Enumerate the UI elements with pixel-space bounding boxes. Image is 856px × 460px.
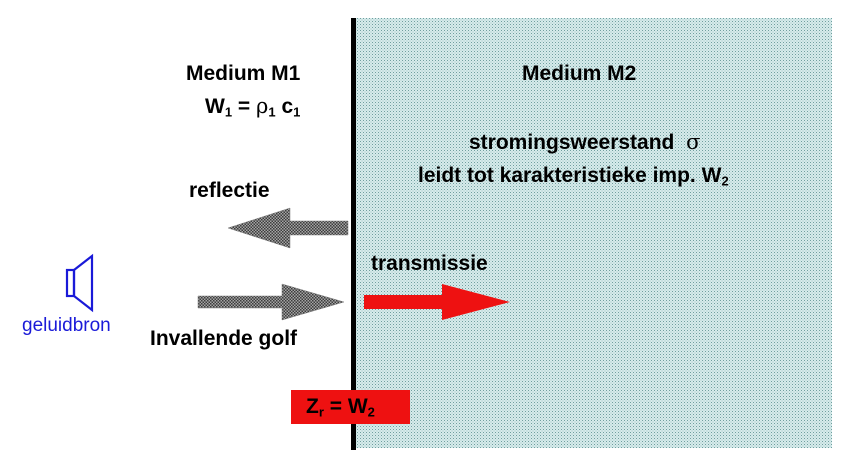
- medium-m1-impedance-formula: W1 = ρ1 c1: [205, 94, 300, 119]
- medium-m2-title: Medium M2: [522, 62, 637, 85]
- medium-m1-title: Medium M1: [186, 62, 301, 85]
- sigma-symbol: σ: [686, 130, 701, 154]
- impedance-equals: = W: [323, 395, 368, 418]
- z-subscript: r: [318, 404, 324, 420]
- medium-m2-region: [354, 18, 832, 448]
- boundary-line: [351, 18, 356, 450]
- speaker-icon: [65, 253, 94, 313]
- rho-subscript: 1: [268, 104, 276, 120]
- impedance-box: [291, 390, 410, 424]
- impedance-equation: Zr = W2: [306, 395, 375, 419]
- sound-source-label: geluidbron: [22, 315, 111, 336]
- medium2-flow-resistance: stromingsweerstand σ: [469, 130, 700, 155]
- char-impedance-label: leidt tot karakteristieke imp. W: [418, 164, 722, 187]
- c-symbol: c: [275, 95, 294, 118]
- reflection-arrow: [227, 207, 349, 249]
- w2-box-subscript: 2: [367, 404, 375, 420]
- w1-subscript: 1: [224, 104, 233, 120]
- transmission-label: transmissie: [371, 252, 488, 275]
- z-symbol: Z: [306, 395, 319, 418]
- w2-subscript: 2: [721, 173, 729, 189]
- incident-arrow: [197, 283, 345, 321]
- flow-resistance-label: stromingsweerstand: [469, 131, 675, 154]
- equals-sign: =: [232, 95, 257, 118]
- c-subscript: 1: [293, 104, 301, 120]
- rho-symbol: ρ: [256, 94, 269, 118]
- w1-symbol: W: [205, 95, 225, 118]
- transmission-arrow: [364, 284, 510, 320]
- medium2-char-impedance: leidt tot karakteristieke imp. W2: [418, 164, 729, 188]
- incident-wave-label: Invallende golf: [150, 327, 298, 350]
- reflection-label: reflectie: [189, 179, 270, 202]
